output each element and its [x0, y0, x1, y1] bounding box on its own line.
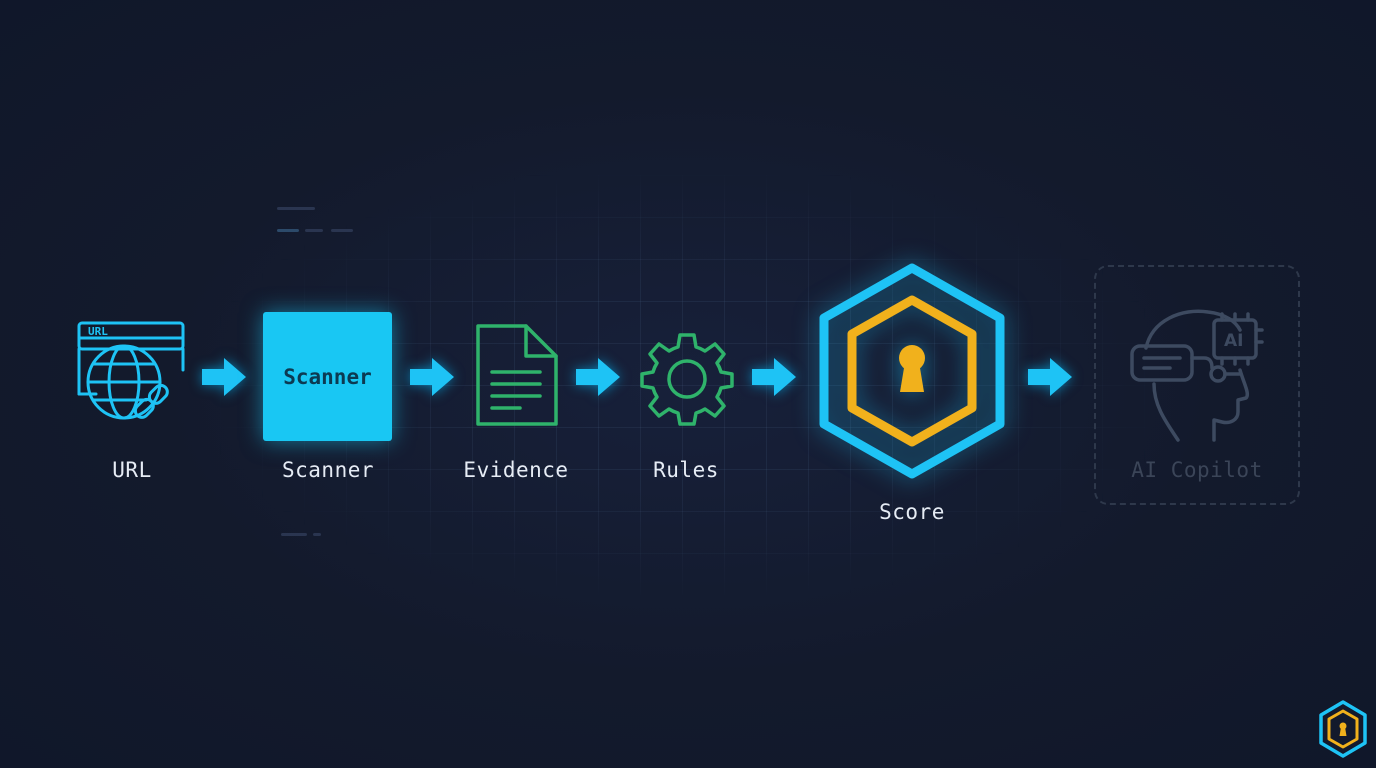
scanner-box: Scanner [263, 312, 392, 441]
decorative-dash [277, 207, 315, 210]
step-label-url: URL [112, 458, 152, 482]
gear-icon [640, 333, 734, 426]
ai-copilot-frame [1094, 265, 1300, 505]
url-badge: URL [88, 325, 108, 338]
step-label-score: Score [879, 500, 945, 524]
decorative-dash [277, 229, 299, 232]
ai-head-icon: AI [1130, 309, 1264, 442]
step-label-ai-copilot: AI Copilot [1131, 458, 1263, 482]
flow-arrow-icon [202, 358, 246, 396]
flow-arrow-icon [576, 358, 620, 396]
document-icon [476, 324, 558, 426]
flow-arrow-icon [752, 358, 796, 396]
step-label-evidence: Evidence [463, 458, 569, 482]
decorative-dash [281, 533, 307, 536]
step-label-scanner: Scanner [281, 458, 375, 482]
decorative-dash [313, 533, 321, 536]
scanner-box-text: Scanner [283, 364, 372, 389]
globe-link-icon: URL [77, 321, 185, 420]
hexagon-lock-logo-icon [1319, 700, 1367, 758]
step-label-rules: Rules [653, 458, 719, 482]
ai-badge: AI [1224, 331, 1243, 351]
decorative-dash [305, 229, 323, 232]
flow-arrow-icon [410, 358, 454, 396]
decorative-dash [331, 229, 353, 232]
flow-arrow-icon [1028, 358, 1072, 396]
hexagon-lock-icon [819, 263, 1005, 479]
